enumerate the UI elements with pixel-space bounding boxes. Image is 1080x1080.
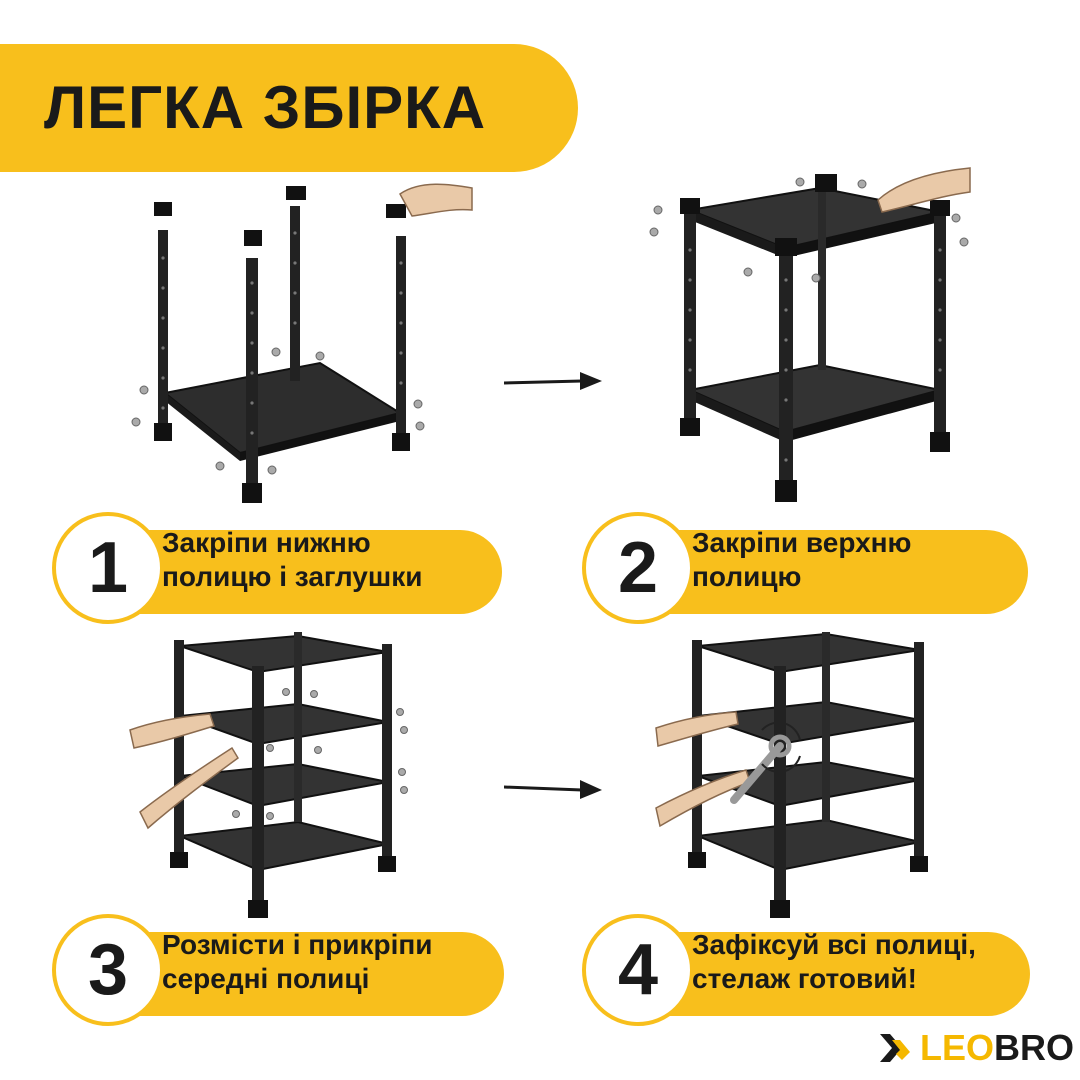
step-4: 4 Зафіксуй всі полиці, стелаж готовий! xyxy=(582,914,1032,1034)
step-description-line-1: Закріпи нижню xyxy=(162,527,371,558)
step-3-illustration xyxy=(129,632,408,918)
step-number: 1 xyxy=(87,528,129,608)
step-description-line-2: полицю xyxy=(692,561,802,592)
step-number-circle: 1 xyxy=(52,512,164,624)
step-2-illustration xyxy=(649,167,971,502)
step-description: Розмісти і прикріпи середні полиці xyxy=(162,928,433,996)
brand-logo: LEO BRO xyxy=(876,1027,1074,1068)
step-description: Закріпи нижню полицю і заглушки xyxy=(162,526,422,594)
step-number-circle: 3 xyxy=(52,914,164,1026)
step-3: 3 Розмісти і прикріпи середні полиці xyxy=(52,914,504,1034)
step-description: Зафіксуй всі полиці, стелаж готовий! xyxy=(692,928,976,996)
step-number-circle: 4 xyxy=(582,914,694,1026)
step-label-pill xyxy=(642,530,1028,614)
step-label-pill xyxy=(642,932,1030,1016)
arrow-right-icon xyxy=(504,372,602,390)
title-banner: ЛЕГКА ЗБІРКА xyxy=(0,44,578,172)
step-description: Закріпи верхню полицю xyxy=(692,526,911,594)
arrow-right-icon xyxy=(504,780,602,799)
step-description-line-2: полицю і заглушки xyxy=(162,561,423,592)
step-description-line-2: середні полиці xyxy=(162,963,370,994)
step-4-illustration xyxy=(655,632,928,918)
step-description-line-1: Закріпи верхню xyxy=(692,527,912,558)
step-description-line-1: Зафіксуй всі полиці, xyxy=(692,929,976,960)
step-1-illustration xyxy=(131,183,473,503)
brand-name-bro: BRO xyxy=(994,1027,1074,1068)
page-title: ЛЕГКА ЗБІРКА xyxy=(44,74,487,141)
step-label-pill xyxy=(112,530,502,614)
step-number: 2 xyxy=(617,528,659,608)
step-number-circle: 2 xyxy=(582,512,694,624)
step-number: 4 xyxy=(617,930,659,1010)
step-number: 3 xyxy=(87,930,129,1010)
step-description-line-2: стелаж готовий! xyxy=(692,963,917,994)
step-description-line-1: Розмісти і прикріпи xyxy=(162,929,433,960)
leobro-logo-icon xyxy=(879,1034,910,1062)
brand-name-leo: LEO xyxy=(919,1027,994,1068)
step-2: 2 Закріпи верхню полицю xyxy=(582,512,1032,632)
step-1: 1 Закріпи нижню полицю і заглушки xyxy=(52,512,502,632)
step-label-pill xyxy=(112,932,504,1016)
